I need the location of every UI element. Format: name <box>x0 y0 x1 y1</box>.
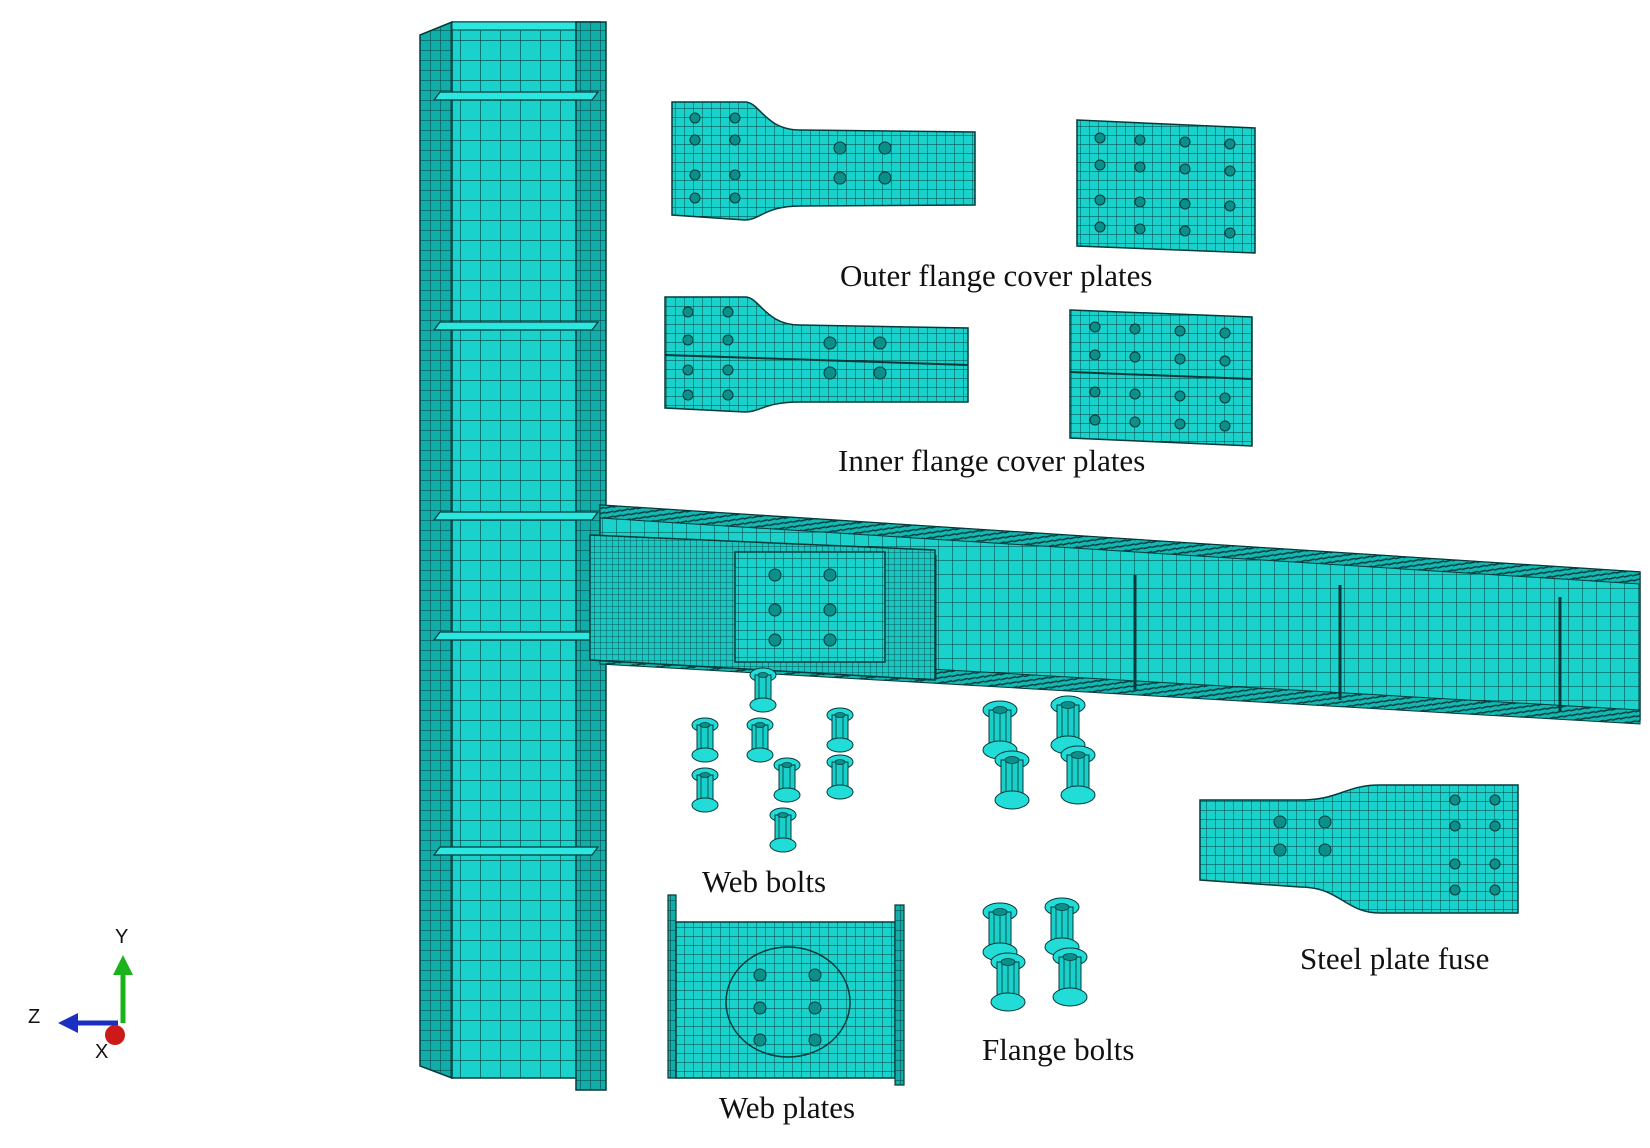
outer-flange-cover-plates-label: Outer flange cover plates <box>840 258 1152 293</box>
flange-bolts-label: Flange bolts <box>982 1032 1134 1067</box>
axis-z-label: Z <box>28 1006 40 1028</box>
steel-plate-fuse <box>1199 784 1519 914</box>
axis-y-label: Y <box>115 926 128 948</box>
axis-x-label: X <box>95 1041 108 1063</box>
web-bolts <box>691 667 854 853</box>
web-plates <box>667 894 905 1086</box>
flange-bolts-lower <box>982 897 1088 1012</box>
flange-bolts-upper <box>982 695 1096 810</box>
connection-bolt-holes <box>768 568 837 647</box>
inner-flange-plate-rect <box>1069 309 1253 447</box>
coordinate-triad-icon: Y Z X <box>28 926 133 1063</box>
beam <box>589 504 1641 725</box>
outer-flange-plate-rect <box>1076 119 1256 254</box>
web-plates-label: Web plates <box>719 1090 855 1125</box>
web-bolts-label: Web bolts <box>702 864 826 899</box>
steel-plate-fuse-label: Steel plate fuse <box>1300 941 1489 976</box>
outer-flange-plate-tapered <box>671 101 976 221</box>
column <box>419 20 607 1091</box>
inner-flange-cover-plates-label: Inner flange cover plates <box>838 443 1145 478</box>
inner-flange-plate-tapered <box>664 296 969 413</box>
